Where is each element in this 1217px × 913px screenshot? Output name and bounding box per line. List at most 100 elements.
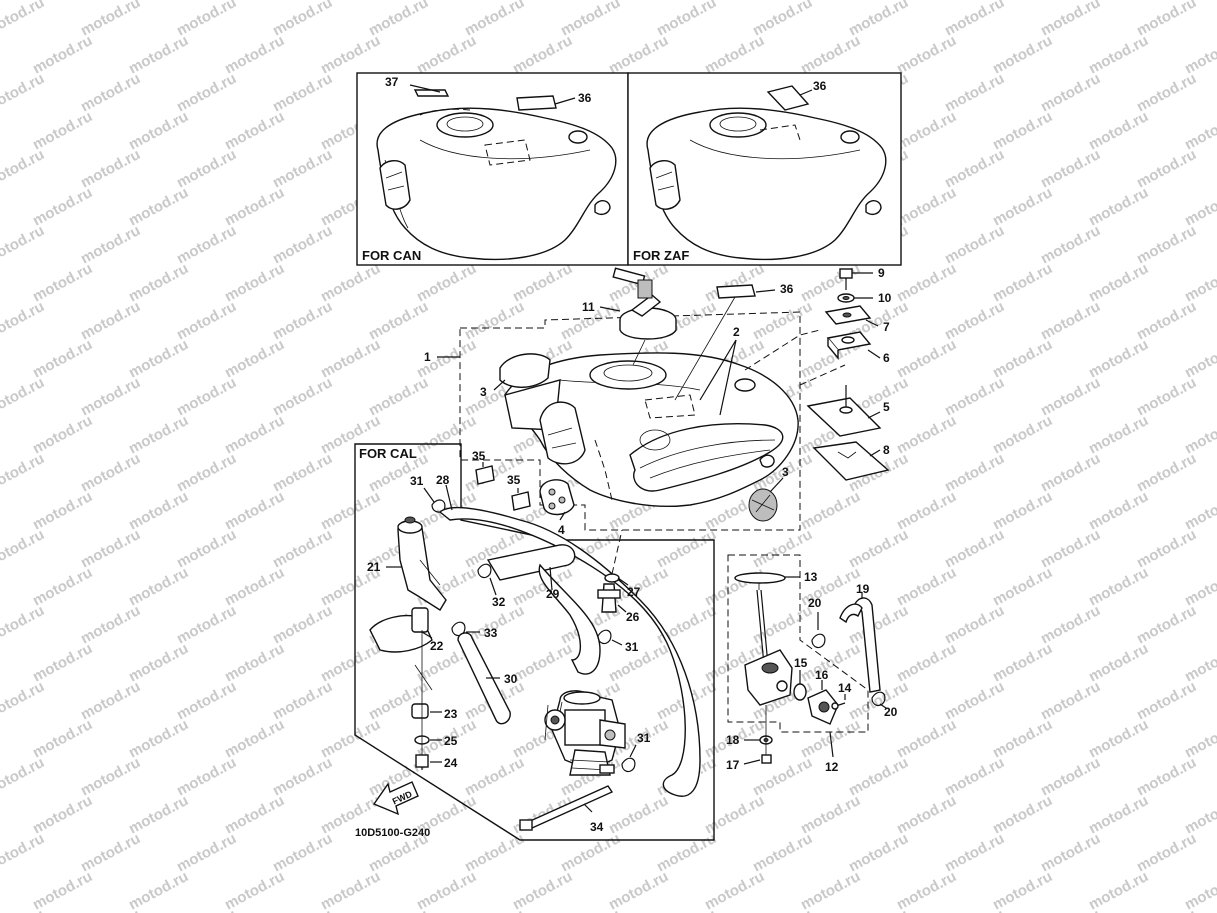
watermark-text: motod.ru [990,260,1055,306]
watermark-text: motod.ru [990,716,1055,762]
watermark-text: motod.ru [318,716,383,762]
panel-for-cal: FOR CAL 21 22 23 25 24 31 [354,443,715,841]
watermark-text: motod.ru [126,640,191,686]
watermark-text: motod.ru [270,374,335,420]
watermark-text: motod.ru [222,336,287,382]
watermark-text: motod.ru [414,32,479,78]
callout-26: 26 [626,610,640,624]
watermark-text: motod.ru [1182,108,1217,154]
watermark-text: motod.ru [654,906,719,913]
watermark-text: motod.ru [654,830,719,876]
watermark-text: motod.ru [30,640,95,686]
watermark-text: motod.ru [894,336,959,382]
watermark-text: motod.ru [894,640,959,686]
watermark-text: motod.ru [1038,830,1103,876]
watermark-text: motod.ru [0,298,47,344]
watermark-text: motod.ru [750,526,815,572]
watermark-text: motod.ru [846,754,911,800]
watermark-text: motod.ru [894,260,959,306]
watermark-text: motod.ru [174,526,239,572]
watermark-text: motod.ru [1182,336,1217,382]
watermark-text: motod.ru [1086,412,1151,458]
watermark-text: motod.ru [318,640,383,686]
watermark-text: motod.ru [654,526,719,572]
watermark-text: motod.ru [750,754,815,800]
callout-31-bottom: 31 [637,731,651,745]
watermark-text: motod.ru [1182,716,1217,762]
watermark-text: motod.ru [222,108,287,154]
callout-31-middle: 31 [625,640,639,654]
watermark-text: motod.ru [126,336,191,382]
main-tank-assembly: 1 3 3 2 36 [424,267,801,537]
panel-for-zaf: 36 FOR ZAF [627,72,902,266]
watermark-text: motod.ru [366,374,431,420]
watermark-text: motod.ru [942,450,1007,496]
watermark-text: motod.ru [894,32,959,78]
watermark-text: motod.ru [846,830,911,876]
watermark-text: motod.ru [990,564,1055,610]
callout-29: 29 [546,587,560,601]
callout-23: 23 [444,707,458,721]
watermark-text: motod.ru [126,260,191,306]
watermark-text: motod.ru [1038,678,1103,724]
fwd-arrow: FWD [372,781,419,816]
watermark-text: motod.ru [270,526,335,572]
watermark-text: motod.ru [1134,526,1199,572]
watermark-text: motod.ru [798,868,863,913]
watermark-text: motod.ru [318,488,383,534]
callout-11: 11 [582,300,595,314]
callout-7: 7 [883,320,890,334]
callout-12: 12 [825,760,839,774]
callout-3-right: 3 [782,465,789,479]
watermark-text: motod.ru [1182,564,1217,610]
watermark-text: motod.ru [1182,260,1217,306]
watermark-text: motod.ru [30,412,95,458]
callout-28: 28 [436,473,450,487]
watermark-text: motod.ru [30,260,95,306]
callout-13: 13 [804,570,818,584]
callout-36-main: 36 [780,282,794,296]
watermark-text: motod.ru [942,830,1007,876]
watermark-text: motod.ru [1182,32,1217,78]
watermark-text: motod.ru [990,488,1055,534]
watermark-text: motod.ru [174,70,239,116]
watermark-text: motod.ru [1038,526,1103,572]
watermark-text: motod.ru [1134,146,1199,192]
watermark-text: motod.ru [270,906,335,913]
callout-20-bottom: 20 [884,705,898,719]
watermark-text: motod.ru [174,602,239,648]
watermark-text: motod.ru [222,32,287,78]
watermark-text: motod.ru [78,146,143,192]
watermark-text: motod.ru [318,260,383,306]
watermark-text: motod.ru [990,868,1055,913]
watermark-text: motod.ru [366,906,431,913]
watermark-text: motod.ru [78,526,143,572]
watermark-text: motod.ru [750,906,815,913]
watermark-text: motod.ru [222,640,287,686]
watermark-text: motod.ru [1038,222,1103,268]
watermark-text: motod.ru [30,868,95,913]
callout-20-top: 20 [808,596,822,610]
callout-36-zaf: 36 [813,79,827,93]
watermark-text: motod.ru [174,374,239,420]
callout-10: 10 [878,291,892,305]
callout-4: 4 [558,523,565,537]
watermark-text: motod.ru [750,298,815,344]
watermark-text: motod.ru [414,412,479,458]
watermark-text: motod.ru [318,336,383,382]
callout-3-left: 3 [480,385,487,399]
watermark-text: motod.ru [318,32,383,78]
watermark-text: motod.ru [942,906,1007,913]
callout-30: 30 [504,672,518,686]
watermark-text: motod.ru [1086,868,1151,913]
watermark-text: motod.ru [702,32,767,78]
watermark-text: motod.ru [558,906,623,913]
watermark-text: motod.ru [1086,184,1151,230]
watermark-text: motod.ru [222,716,287,762]
watermark-text: motod.ru [462,830,527,876]
callout-34: 34 [590,820,604,834]
watermark-text: motod.ru [0,602,47,648]
callout-9: 9 [878,266,885,280]
watermark-text: motod.ru [174,222,239,268]
watermark-text: motod.ru [942,298,1007,344]
